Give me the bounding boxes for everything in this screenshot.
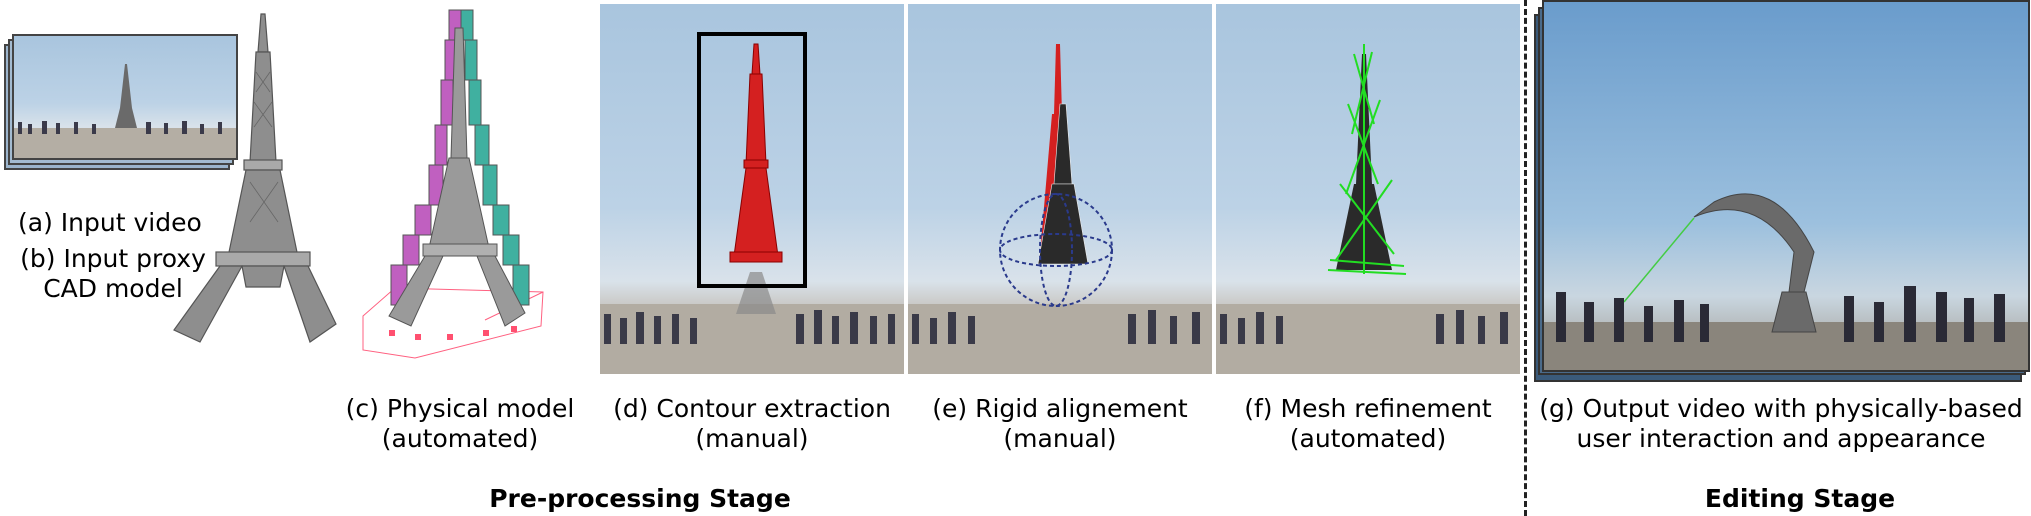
- caption-input-video: (a) Input video: [18, 208, 202, 237]
- contour-bounding-box: [697, 32, 807, 288]
- caption-input-proxy: (b) Input proxy CAD model: [20, 244, 206, 303]
- stage-divider: [1524, 0, 1527, 516]
- alignment-sphere: [999, 193, 1113, 307]
- output-video-stack: [1534, 0, 2030, 386]
- refinement-lines: [1327, 44, 1407, 275]
- output-video-frame: [1542, 0, 2030, 372]
- caption-contour-extraction: (d) Contour extraction (manual): [613, 394, 891, 453]
- proxy-cad-model: [173, 13, 337, 343]
- caption-rigid-alignment: (e) Rigid alignement (manual): [932, 394, 1188, 453]
- preprocessing-stage-label: Pre-processing Stage: [489, 484, 791, 513]
- physical-model: [362, 9, 544, 359]
- contour-extraction-image: [600, 4, 904, 374]
- input-video-frame: [12, 34, 238, 160]
- mesh-refinement-image: [1216, 4, 1520, 374]
- editing-stage-label: Editing Stage: [1704, 484, 1896, 513]
- caption-physical-model: (c) Physical model (automated): [345, 394, 575, 453]
- rigid-alignment-image: [908, 4, 1212, 374]
- caption-output-video: (g) Output video with physically-based u…: [1539, 394, 2023, 453]
- input-video-stack: [4, 34, 238, 170]
- contour-overlay: [729, 43, 783, 263]
- caption-mesh-refinement: (f) Mesh refinement (automated): [1244, 394, 1492, 453]
